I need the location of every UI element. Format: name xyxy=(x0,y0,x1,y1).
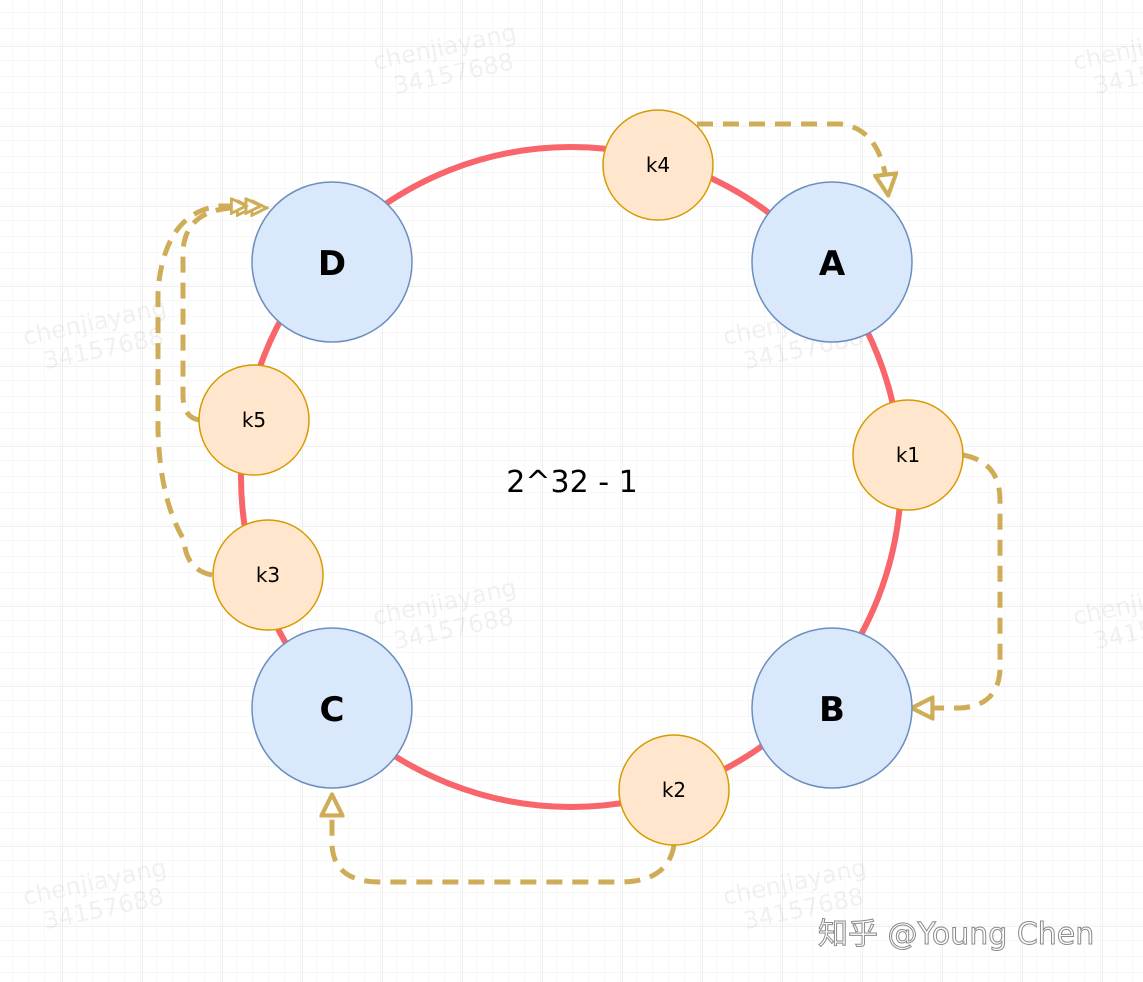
ring-range-label: 2^32 - 1 xyxy=(506,465,637,500)
svg-text:C: C xyxy=(320,690,345,730)
key-nodes: k4 k1 k5 k3 k2 xyxy=(198,109,964,846)
key-k3: k3 xyxy=(212,519,324,631)
svg-text:k5: k5 xyxy=(242,408,266,432)
node-C: C xyxy=(251,627,413,789)
svg-text:k3: k3 xyxy=(256,563,280,587)
arrow-k2-to-C xyxy=(332,805,677,885)
key-k4: k4 xyxy=(602,109,714,221)
credit-watermark: 知乎 @Young Chen xyxy=(818,917,1094,952)
node-A: A xyxy=(751,181,913,343)
mapping-arrows xyxy=(155,121,1003,885)
svg-text:D: D xyxy=(318,244,346,284)
arrow-k1-to-B xyxy=(922,452,1003,708)
arrow-k3-to-D xyxy=(155,206,262,578)
key-k5: k5 xyxy=(198,364,310,476)
svg-text:k4: k4 xyxy=(646,153,670,177)
svg-text:A: A xyxy=(819,244,846,284)
arrow-k4-to-A xyxy=(697,121,887,185)
node-D: D xyxy=(251,181,413,343)
svg-text:k1: k1 xyxy=(896,443,920,467)
key-k1: k1 xyxy=(852,399,964,511)
svg-text:B: B xyxy=(819,690,845,730)
server-nodes: D A C B xyxy=(251,181,913,789)
svg-text:k2: k2 xyxy=(662,778,686,802)
node-B: B xyxy=(751,627,913,789)
key-k2: k2 xyxy=(618,734,730,846)
arrow-k5-to-D xyxy=(180,208,268,423)
